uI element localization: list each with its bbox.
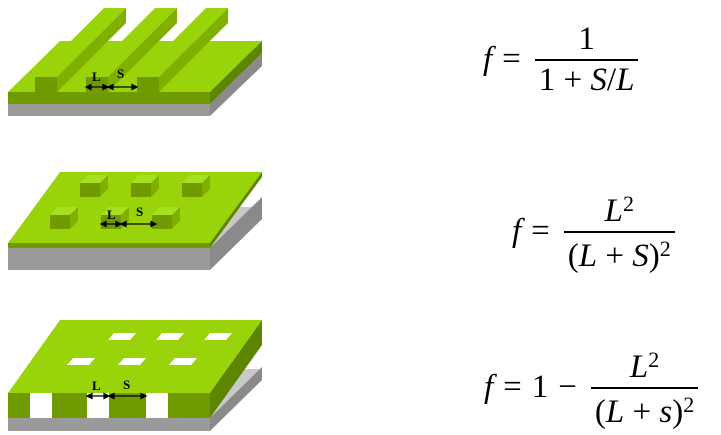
fraction-bar	[590, 386, 699, 389]
label-l: L	[92, 378, 101, 393]
formula-lhs: f	[483, 41, 493, 78]
equals-sign: =	[531, 213, 550, 250]
panel-line-grating: L S f = 1 1 + S/L	[0, 0, 721, 145]
line-grating-illustration: L S	[8, 8, 262, 116]
label-l: L	[107, 207, 116, 222]
formula-one: 1	[531, 369, 549, 406]
label-s: S	[123, 377, 130, 392]
formula-pillar-array: f = L2 (L + S)2	[512, 190, 679, 273]
label-l: L	[92, 69, 101, 84]
fraction: L2 (L + S)2	[563, 190, 675, 274]
denominator: 1 + S/L	[538, 61, 635, 98]
fraction: 1 1 + S/L	[534, 21, 639, 98]
fraction: L2 (L + s)2	[590, 346, 699, 430]
panel-hole-array: L S f = 1 − L2 (L + s)2	[0, 290, 721, 435]
hole-array-illustration: L S	[8, 320, 262, 431]
numerator: 1	[578, 21, 595, 57]
equals-sign: =	[503, 369, 522, 406]
panel-pillar-array: L S f = L2 (L + S)2	[0, 145, 721, 290]
label-s: S	[117, 66, 124, 81]
numerator: L2	[604, 191, 634, 229]
formula-lhs: f	[512, 213, 522, 250]
label-s: S	[136, 204, 143, 219]
pillar-array-illustration: L S	[8, 172, 262, 270]
denominator: (L + s)2	[594, 391, 695, 430]
formula-lhs: f	[484, 369, 494, 406]
numerator: L2	[629, 347, 660, 385]
formula-hole-array: f = 1 − L2 (L + s)2	[484, 346, 702, 429]
denominator: (L + S)2	[567, 235, 671, 274]
fraction-bar	[563, 230, 675, 233]
fraction-bar	[534, 58, 639, 61]
minus-sign: −	[558, 369, 577, 406]
equals-sign: =	[502, 41, 521, 78]
formula-line-grating: f = 1 1 + S/L	[483, 22, 642, 97]
